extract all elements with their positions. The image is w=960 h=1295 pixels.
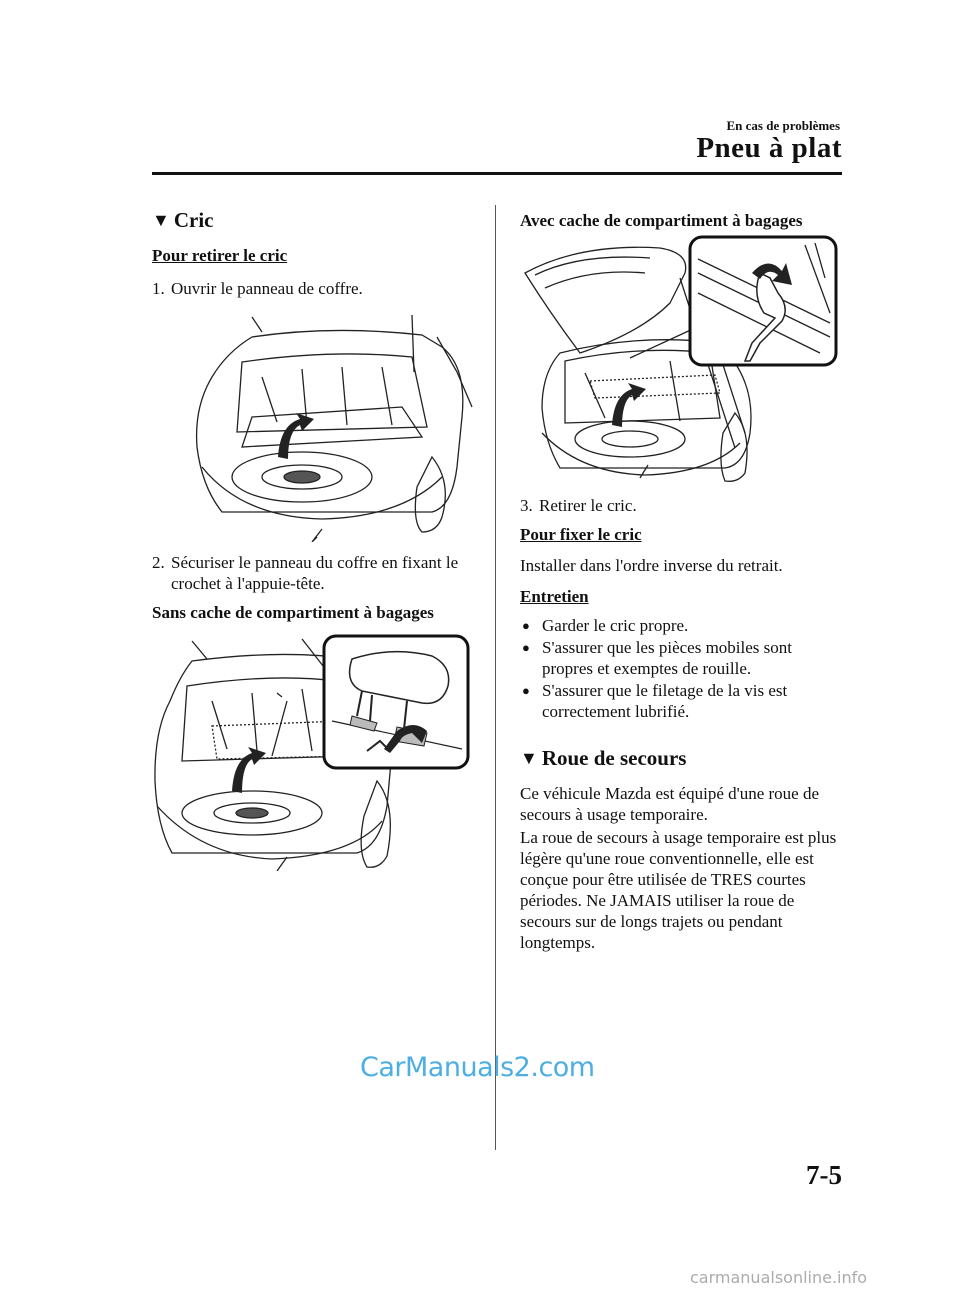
bullet-icon: ● bbox=[522, 640, 530, 655]
bullet-icon: ● bbox=[522, 683, 530, 698]
maintenance-list: ●Garder le cric propre. ●S'assurer que l… bbox=[520, 615, 842, 722]
subhead-remove: Pour retirer le cric bbox=[152, 246, 288, 265]
figure-open-liftgate bbox=[195, 314, 473, 542]
left-column: ▼ Cric Pour retirer le cric 1. Ouvrir le… bbox=[152, 210, 477, 871]
label-without-cover: Sans cache de compartiment à bagages bbox=[152, 603, 434, 622]
spare-para-2: La roue de secours à usage temporaire es… bbox=[520, 828, 837, 952]
list-item: ●S'assurer que le filetage de la vis est… bbox=[522, 681, 788, 721]
figure-hook-headrest-with-cover bbox=[524, 235, 838, 482]
column-divider bbox=[495, 205, 496, 1150]
spare-para-1: Ce véhicule Mazda est équipé d'une roue … bbox=[520, 784, 820, 824]
bullet-icon: ● bbox=[522, 618, 530, 633]
triangle-icon: ▼ bbox=[152, 210, 170, 230]
list-item: ●S'assurer que les pièces mobiles sont p… bbox=[522, 638, 792, 678]
fix-text: Installer dans l'ordre inverse du retrai… bbox=[520, 556, 783, 575]
watermark: CarManuals2.com bbox=[360, 1052, 595, 1083]
subhead-fix: Pour fixer le cric bbox=[520, 525, 642, 544]
step-1: 1. Ouvrir le panneau de coffre. bbox=[152, 279, 363, 298]
label-with-cover: Avec cache de compartiment à bagages bbox=[520, 211, 803, 230]
section-heading-spare: ▼ Roue de secours bbox=[520, 746, 687, 770]
footer-watermark: carmanualsonline.info bbox=[690, 1268, 868, 1287]
right-column: Avec cache de compartiment à bagages bbox=[520, 210, 842, 963]
figure-hook-headrest-no-cover bbox=[154, 634, 470, 871]
section-heading-cric: ▼ Cric bbox=[152, 208, 214, 232]
page-number: 7-5 bbox=[806, 1160, 842, 1190]
header-rule bbox=[152, 172, 842, 175]
list-item: ●Garder le cric propre. bbox=[522, 616, 689, 635]
triangle-icon: ▼ bbox=[520, 748, 538, 768]
step-2: 2. Sécuriser le panneau du coffre en fix… bbox=[152, 553, 459, 593]
step-3: 3. Retirer le cric. bbox=[520, 496, 637, 515]
page-title: Pneu à plat bbox=[696, 132, 842, 164]
chapter-label: En cas de problèmes bbox=[726, 118, 840, 133]
subhead-maintenance: Entretien bbox=[520, 587, 589, 606]
